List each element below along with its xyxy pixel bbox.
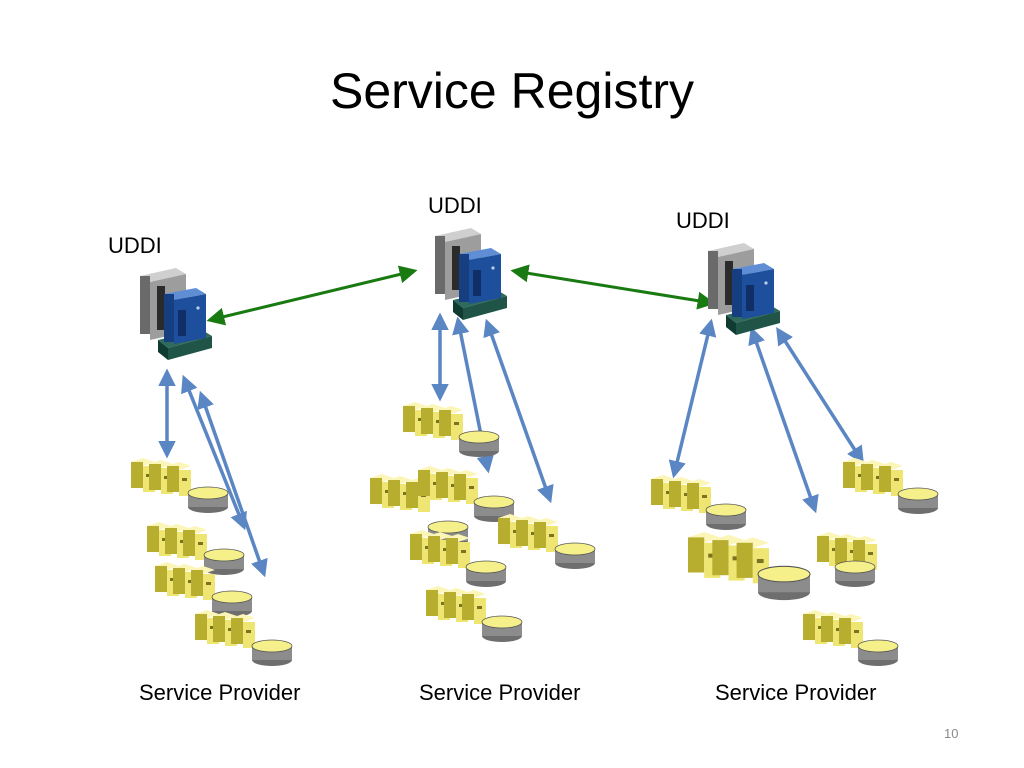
provider-link [668, 318, 717, 479]
registry-link-left-center [206, 265, 418, 326]
provider-link [483, 318, 554, 504]
server-cluster-icon [843, 458, 903, 496]
server-cluster-icon [403, 402, 463, 440]
server-cluster-icon [651, 475, 711, 513]
uddi-label-left: UDDI [108, 233, 162, 258]
large-database-icon [757, 565, 811, 601]
server-cluster-icon [131, 458, 191, 496]
database-icon [481, 615, 523, 643]
provider-label-right: Service Provider [715, 680, 877, 705]
uddi-server-icon [708, 243, 780, 335]
server-cluster-icon [498, 514, 558, 552]
database-icon [251, 639, 293, 667]
database-icon [897, 487, 939, 515]
database-icon [211, 590, 253, 618]
database-icon [857, 639, 899, 667]
server-cluster-icon [147, 522, 207, 560]
database-icon [705, 503, 747, 531]
provider-link [776, 327, 864, 464]
registry-link-center-right [510, 264, 716, 310]
slide-title: Service Registry [330, 63, 694, 119]
database-icon [554, 542, 596, 570]
provider-link [748, 326, 819, 514]
server-cluster-icon [155, 562, 215, 600]
server-cluster-icon [426, 586, 486, 624]
uddi-server-icon [435, 228, 507, 320]
database-icon [465, 560, 507, 588]
uddi-label-right: UDDI [676, 208, 730, 233]
database-icon [458, 430, 500, 458]
server-cluster-icon [195, 610, 255, 648]
database-icon [187, 486, 229, 514]
uddi-label-center: UDDI [428, 193, 482, 218]
provider-label-center: Service Provider [419, 680, 581, 705]
database-icon [834, 560, 876, 588]
slide-number: 10 [944, 726, 959, 741]
server-cluster-icon [803, 610, 863, 648]
provider-label-left: Service Provider [139, 680, 301, 705]
provider-link [197, 390, 268, 578]
server-cluster-icon [410, 530, 470, 568]
large-server-cluster-icon [688, 532, 769, 584]
uddi-server-icon [140, 268, 212, 360]
